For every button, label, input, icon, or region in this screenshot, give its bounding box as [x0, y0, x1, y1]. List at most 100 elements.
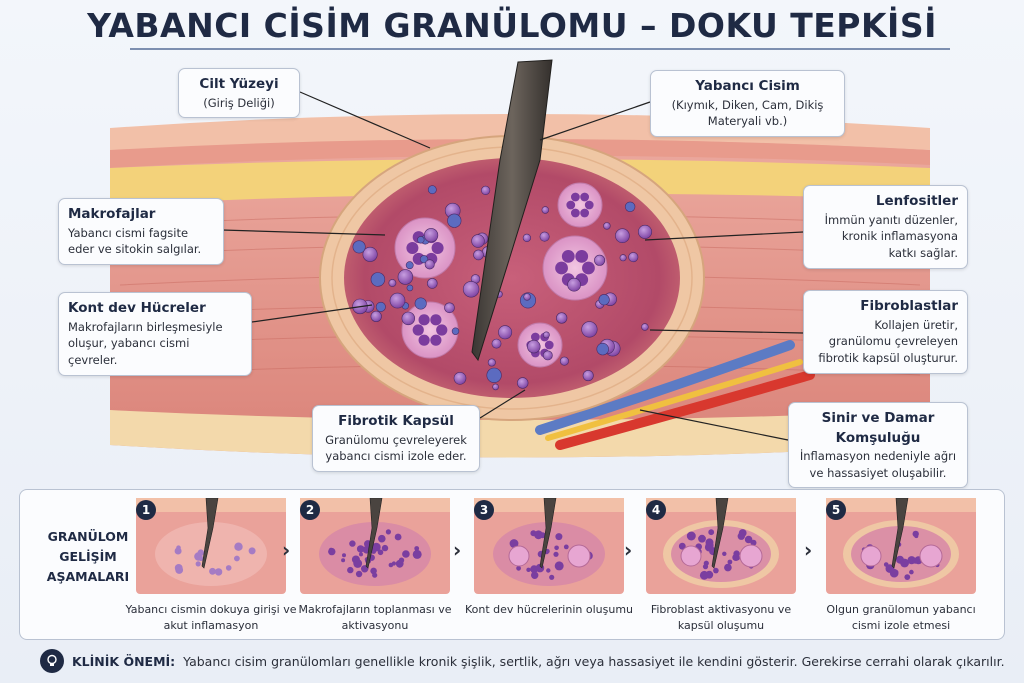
thumb-cell — [516, 565, 521, 571]
leader-lines — [221, 91, 804, 441]
thumb-cell — [534, 530, 543, 540]
giant-cell-nucleus — [430, 314, 442, 326]
thumb-cell — [885, 564, 895, 573]
chevron-right-icon: › — [282, 538, 291, 562]
inflammatory-cell — [417, 236, 425, 244]
page-title: YABANCI CİSİM GRANÜLOMU – DOKU TEPKİSİ — [87, 6, 937, 45]
inflammatory-cells — [352, 182, 652, 391]
callout-desc: (Giriş Deliği) — [203, 95, 275, 110]
thumb-giant-cell — [919, 544, 943, 568]
thumb-cell — [328, 547, 336, 556]
giant-cell-nucleus — [561, 249, 575, 263]
inflammatory-cell — [516, 377, 529, 389]
stage-number: 3 — [474, 500, 494, 520]
inflammatory-cell — [375, 301, 386, 312]
inflammatory-cell — [370, 272, 386, 287]
callout-title: Yabancı Cisim — [695, 78, 800, 94]
inflammatory-cell — [451, 327, 460, 335]
callout-foreign-body: Yabancı Cisim (Kıymık, Diken, Cam, Dikiş… — [650, 70, 845, 137]
inflammatory-cell — [362, 246, 378, 262]
thumb-cell — [175, 566, 184, 574]
inflammatory-cell — [596, 342, 609, 356]
inflammatory-cell — [471, 234, 485, 248]
callout-title: Fibrotik Kapsül — [338, 413, 454, 429]
thumb-cell — [174, 547, 182, 555]
callout-macrophages: Makrofajlar Yabancı cismi fagsite eder v… — [58, 198, 224, 265]
inflammatory-cell — [414, 297, 427, 310]
callout-title: Lenfositler — [875, 193, 958, 209]
thumb-cell — [894, 570, 899, 575]
thumb-cell — [912, 557, 919, 564]
callout-title: Makrofajlar — [68, 206, 156, 222]
title-underline — [130, 48, 950, 50]
inflammatory-cell — [453, 371, 467, 385]
callout-fibrotic-capsule: Fibrotik Kapsül Granülomu çevreleyerek y… — [312, 405, 480, 472]
thumb-cell — [909, 569, 914, 575]
granuloma — [319, 135, 705, 421]
inflammatory-cell — [491, 338, 502, 349]
inflammatory-cell — [498, 325, 513, 340]
thumb-cell — [372, 572, 378, 578]
thumb-cell — [744, 535, 753, 544]
thumb-core — [319, 522, 431, 586]
stage-number: 5 — [826, 500, 846, 520]
thumb-giant-cell — [860, 545, 882, 567]
thumb-cell — [563, 544, 569, 550]
stage-thumbnail — [646, 497, 796, 594]
stage-caption: Kont dev hücrelerinin oluşumu — [464, 603, 634, 616]
thumb-splinter — [711, 497, 729, 569]
inflammatory-cell — [444, 302, 455, 314]
inflammatory-cell — [522, 233, 532, 242]
callout-title: Cilt Yüzeyi — [199, 76, 279, 92]
thumb-cell — [356, 545, 365, 553]
giant-cell — [394, 217, 456, 279]
callout-title: Fibroblastlar — [860, 298, 958, 314]
thumb-cell — [705, 541, 714, 550]
thumb-cell — [530, 565, 538, 574]
giant-cell-nucleus — [555, 261, 568, 275]
giant-cell-nucleus — [580, 208, 590, 218]
thumb-cell — [388, 562, 394, 568]
nerve-vessels — [535, 340, 815, 450]
thumb-cell — [553, 551, 559, 557]
inflammatory-cell — [481, 185, 491, 195]
thumb-cell — [549, 574, 555, 580]
thumb-cell — [724, 563, 732, 572]
thumb-cell — [883, 562, 889, 567]
inflammatory-cell — [543, 331, 550, 339]
giant-cell-nucleus — [570, 208, 580, 218]
thumb-core — [851, 526, 951, 582]
giant-cell-nucleus — [580, 192, 590, 202]
inflammatory-cell — [419, 255, 429, 264]
stage-1: 1 Yabancı cismin dokuya girişi ve akut i… — [126, 497, 296, 632]
thumb-cell — [359, 552, 363, 557]
thumb-cell — [381, 544, 389, 552]
thumb-cell — [546, 568, 551, 573]
thumb-cell — [195, 561, 201, 567]
thumb-cell — [347, 566, 354, 574]
chevron-right-icon: › — [453, 538, 462, 562]
callout-desc: İmmün yanıtı düzenler, kronik inflamasyo… — [824, 212, 958, 260]
giant-cell-nucleus — [436, 324, 448, 336]
giant-cell-nucleus — [431, 242, 444, 254]
foreign-body-splinter — [471, 59, 553, 362]
stage-thumbnail — [474, 497, 624, 594]
thumb-cell — [703, 560, 709, 566]
thumb-splinter — [891, 497, 909, 569]
inflammatory-cell — [598, 294, 610, 306]
stage-caption: Yabancı cismin dokuya girişi ve akut inf… — [125, 603, 297, 632]
inflammatory-cell — [397, 269, 414, 285]
thumb-core — [493, 522, 605, 586]
inflammatory-cell — [424, 228, 439, 243]
inflammatory-cell — [556, 312, 568, 324]
stage-number: 4 — [646, 500, 666, 520]
thumb-splinter — [365, 497, 383, 569]
clinical-note: KLİNİK ÖNEMİ: Yabancı cisim granülomları… — [40, 648, 1005, 674]
inflammatory-cell — [405, 261, 414, 270]
thumb-cell — [531, 571, 539, 579]
inflammatory-cell — [619, 254, 627, 262]
callout-fibroblasts: Fibroblastlar Kollajen üretir, granülomu… — [803, 290, 968, 374]
inflammatory-cell — [426, 278, 438, 289]
thumb-cell — [225, 565, 232, 571]
callout-title: Sinir ve Damar Komşuluğu — [821, 410, 935, 446]
